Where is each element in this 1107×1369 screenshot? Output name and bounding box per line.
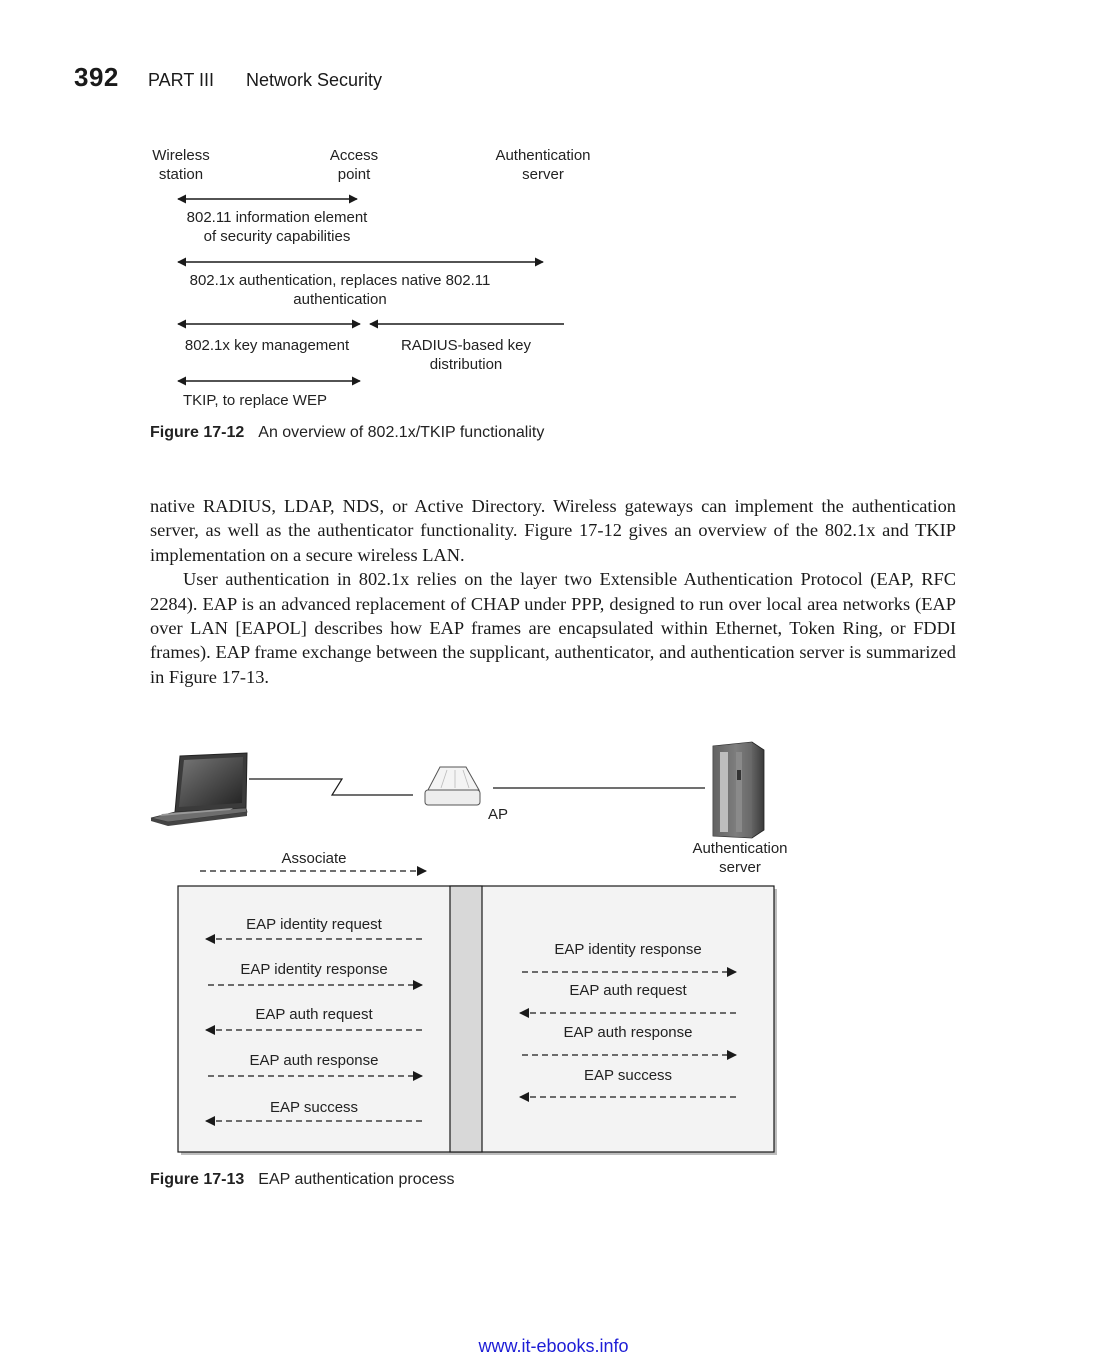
authenticator-band [449, 885, 483, 1153]
paragraph: User authentication in 802.1x relies on … [150, 569, 956, 687]
laptop-icon [150, 752, 248, 826]
label-8021x-auth: 802.1x authentication, replaces native 8… [160, 272, 520, 309]
label-line: Access [329, 147, 379, 164]
caption-number: Figure 17-13 [150, 1171, 245, 1188]
caption-number: Figure 17-12 [150, 424, 245, 441]
label-line: RADIUS-based key [400, 337, 532, 354]
right-message-2: EAP auth request [569, 982, 687, 999]
right-message-4: EAP success [583, 1067, 673, 1084]
left-message-3: EAP auth request [255, 1006, 373, 1023]
label-info-element: 802.11 information element of security c… [160, 209, 394, 246]
caption-text: EAP authentication process [258, 1171, 455, 1188]
right-message-3: EAP auth response [563, 1024, 693, 1041]
figure-17-13: AP Authentication server Associate EAP i… [0, 730, 1107, 1200]
part-label: PART III [148, 70, 215, 90]
label-line: Wireless [152, 147, 210, 164]
section-title: Network Security [246, 70, 383, 90]
label-line: 802.1x authentication, replaces native 8… [189, 272, 491, 289]
figure-17-12-caption: Figure 17-12 An overview of 802.1x/TKIP f… [150, 424, 544, 442]
label-line: TKIP, to replace WEP [183, 392, 327, 409]
label-line: Authentication [692, 840, 788, 857]
label-line: point [337, 165, 371, 183]
left-message-4: EAP auth response [249, 1052, 379, 1069]
label-ap: AP [487, 806, 508, 823]
label-line: Authentication [495, 147, 591, 164]
label-associate: Associate [281, 850, 347, 867]
label-access-point: Access point [314, 147, 394, 184]
left-message-1: EAP identity request [246, 916, 382, 933]
label-line: server [522, 165, 564, 183]
wireless-link [249, 778, 413, 796]
label-line: authentication [293, 290, 387, 308]
label-tkip: TKIP, to replace WEP [170, 392, 340, 411]
label-auth-server: Authentication server [675, 840, 805, 877]
caption-text: An overview of 802.1x/TKIP functionality [258, 424, 545, 441]
label-radius-key: RADIUS-based key distribution [386, 337, 546, 374]
label-wireless-station: Wireless station [141, 147, 221, 184]
left-message-5: EAP success [269, 1099, 359, 1116]
figure-17-13-diagram [150, 741, 777, 1155]
label-line: distribution [429, 355, 503, 373]
paragraph: native RADIUS, LDAP, NDS, or Active Dire… [150, 496, 956, 565]
label-line: station [158, 165, 204, 183]
right-message-1: EAP identity response [554, 941, 702, 958]
label-line: 802.1x key management [184, 337, 350, 354]
label-line: of security capabilities [203, 227, 351, 245]
figure-17-12: Wireless station Access point Authentica… [0, 0, 1107, 460]
label-key-management: 802.1x key management [170, 337, 364, 356]
label-authentication-server: Authentication server [483, 147, 603, 184]
page-number: 392 [74, 62, 119, 92]
server-icon [712, 741, 765, 839]
figure-17-12-arrows [177, 194, 564, 386]
footer-link[interactable]: www.it-ebooks.info [478, 1336, 629, 1356]
body-text: native RADIUS, LDAP, NDS, or Active Dire… [150, 494, 956, 689]
label-line: 802.11 information element [186, 209, 368, 226]
access-point-icon [424, 766, 481, 806]
label-line: server [719, 858, 761, 876]
figure-17-13-caption: Figure 17-13 EAP authentication process [150, 1171, 455, 1189]
left-message-2: EAP identity response [240, 961, 388, 978]
